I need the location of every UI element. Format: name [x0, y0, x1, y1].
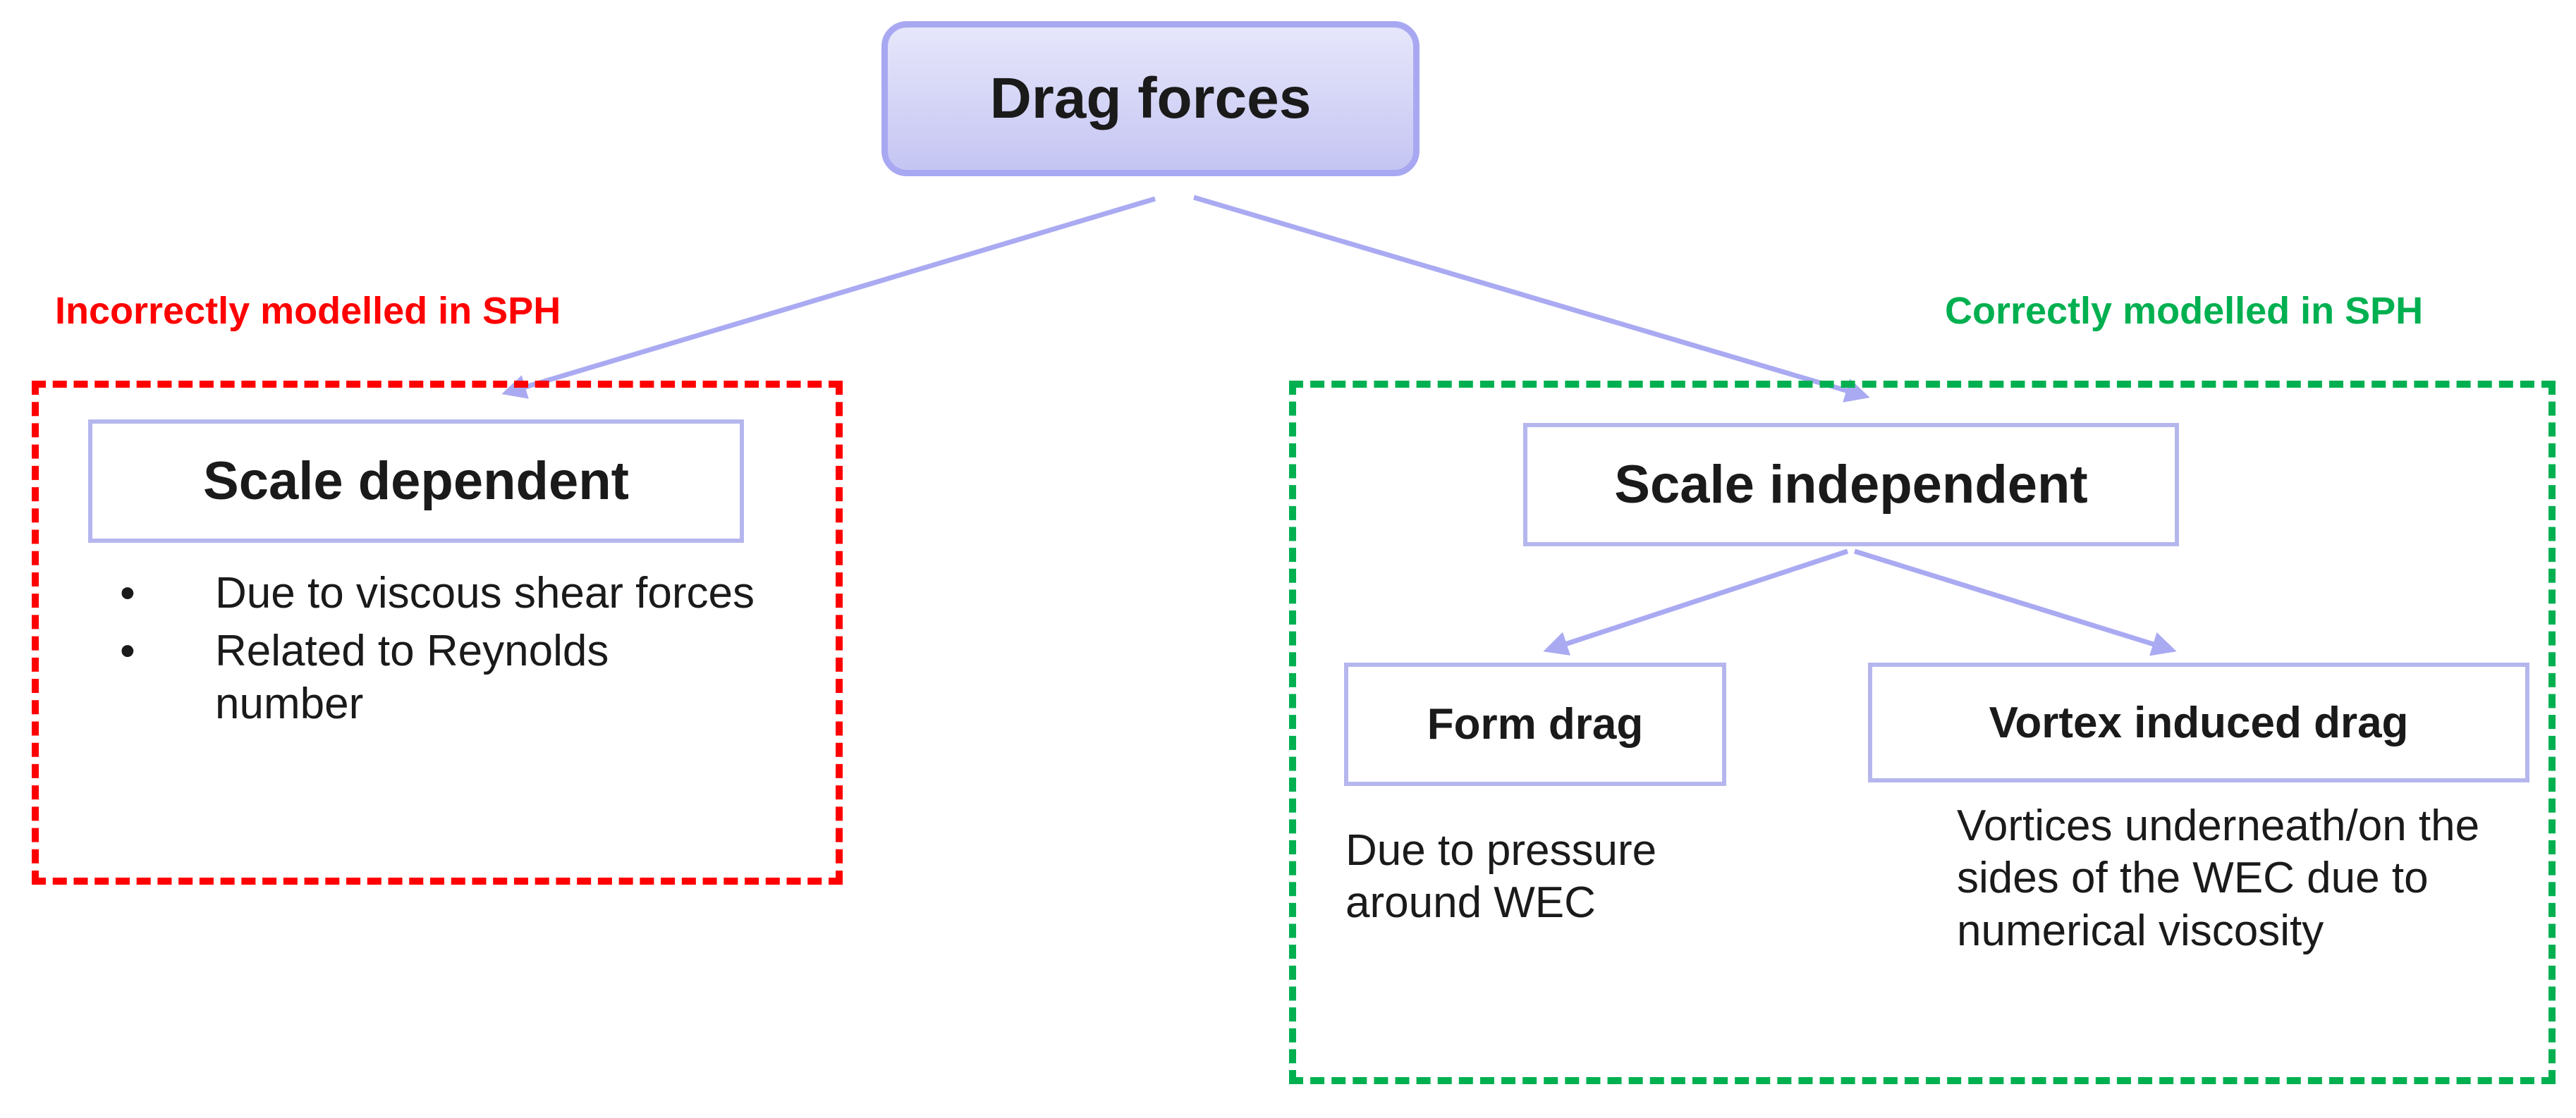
correctly-modelled-label: Correctly modelled in SPH	[1945, 290, 2424, 332]
incorrectly-modelled-label: Incorrectly modelled in SPH	[55, 290, 561, 332]
bullet-icon: •	[120, 627, 135, 676]
arrow-root-to-scale-dependent	[501, 196, 1156, 399]
scale-dependent-label: Scale dependent	[203, 451, 629, 511]
scale-dependent-bullet-list: • Due to viscous shear forces • Related …	[120, 567, 755, 736]
bullet-icon: •	[120, 569, 135, 618]
bullet-text: Due to viscous shear forces	[215, 569, 755, 618]
bullet-text: Related to Reynolds number	[215, 627, 609, 728]
drag-forces-node: Drag forces	[881, 21, 1420, 176]
form-drag-node: Form drag	[1344, 663, 1726, 786]
list-item: • Due to viscous shear forces	[120, 567, 755, 620]
arrow-scale-independent-to-form-drag	[1543, 548, 1849, 656]
vortex-induced-drag-label: Vortex induced drag	[1989, 698, 2409, 747]
correctly-modelled-region	[1289, 381, 2556, 1084]
vortex-induced-drag-description: Vortices underneath/on the sides of the …	[1957, 801, 2480, 955]
scale-dependent-node: Scale dependent	[88, 419, 744, 543]
drag-forces-label: Drag forces	[989, 66, 1312, 130]
list-item: • Related to Reynolds number	[120, 625, 755, 730]
vortex-induced-drag-node: Vortex induced drag	[1868, 663, 2529, 782]
form-drag-label: Form drag	[1427, 700, 1644, 749]
scale-independent-label: Scale independent	[1614, 455, 2088, 515]
arrow-root-to-scale-independent	[1193, 195, 1870, 403]
scale-independent-node: Scale independent	[1523, 423, 2179, 546]
arrow-scale-independent-to-vortex-drag	[1853, 548, 2177, 656]
incorrectly-modelled-region	[32, 381, 843, 885]
form-drag-description: Due to pressure around WEC	[1345, 826, 1657, 928]
